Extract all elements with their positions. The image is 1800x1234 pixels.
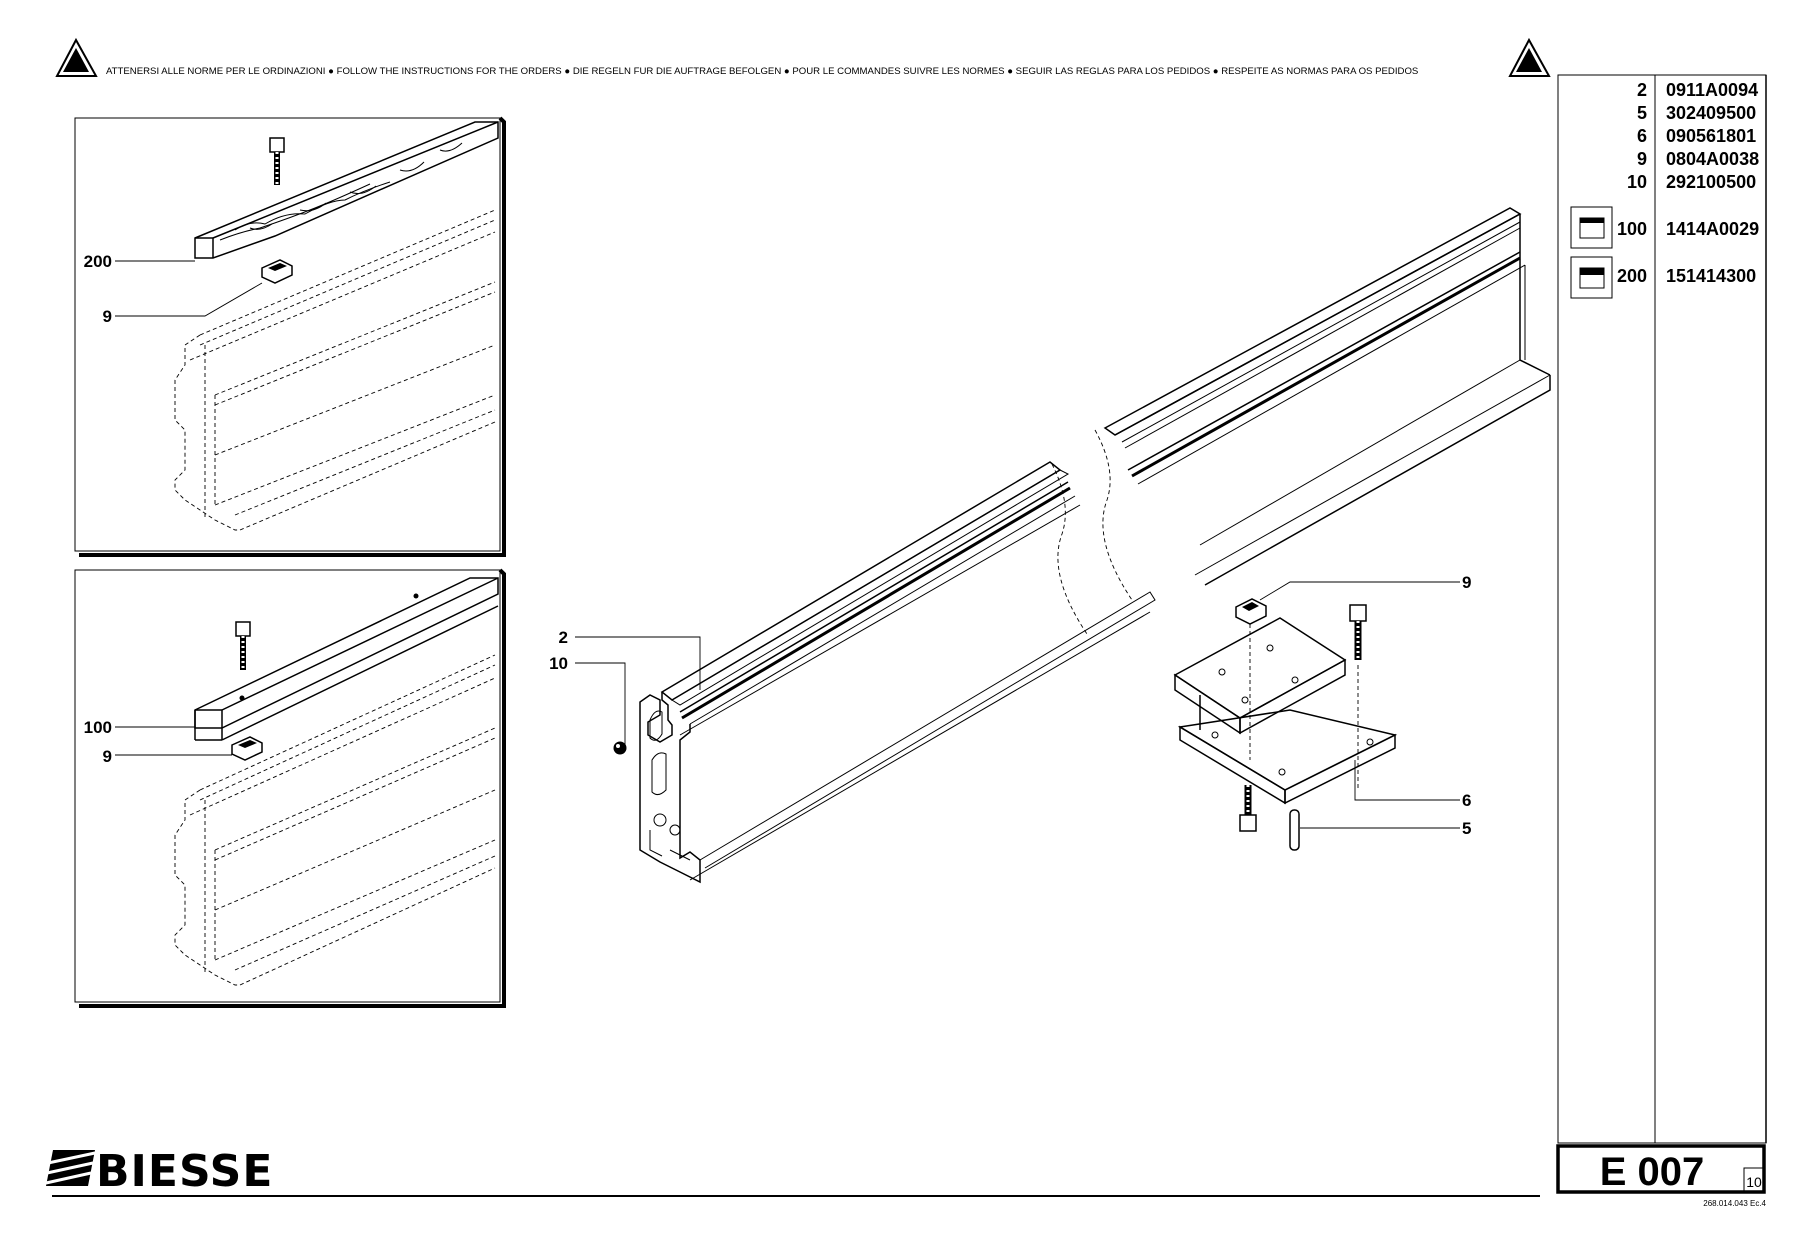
warning-triangle-icon xyxy=(1508,37,1551,77)
wood-bar-200 xyxy=(194,121,499,259)
svg-text:5: 5 xyxy=(1637,103,1647,123)
callout-5: 5 xyxy=(1462,819,1471,838)
svg-text:9: 9 xyxy=(1637,149,1647,169)
biesse-logo: BIESSE xyxy=(45,1146,273,1197)
svg-text:2: 2 xyxy=(1637,80,1647,100)
svg-text:0804A0038: 0804A0038 xyxy=(1666,149,1759,169)
dashed-profile xyxy=(174,209,496,531)
svg-text:090561801: 090561801 xyxy=(1666,126,1756,146)
parts-row: 9 0804A0038 xyxy=(1637,149,1759,169)
callout-9: 9 xyxy=(103,747,112,766)
hatched-logo-icon xyxy=(45,1150,96,1186)
detail-view-bottom: 100 9 xyxy=(74,568,506,1008)
parts-row: 6 090561801 xyxy=(1637,126,1756,146)
callout-9: 9 xyxy=(103,307,112,326)
parts-row: 10 292100500 xyxy=(1627,172,1756,192)
callout-10: 10 xyxy=(549,654,568,673)
svg-text:151414300: 151414300 xyxy=(1666,266,1756,286)
parts-row: 2 0911A0094 xyxy=(1637,80,1758,100)
main-callouts-left: 2 10 xyxy=(549,628,701,755)
dashed-profile xyxy=(174,654,496,986)
svg-text:1414A0029: 1414A0029 xyxy=(1666,219,1759,239)
t-nut-icon xyxy=(261,259,293,284)
aluminum-beam-2 xyxy=(639,207,1551,884)
parts-row: 5 302409500 xyxy=(1637,103,1756,123)
screw-icon xyxy=(1349,604,1367,790)
square-bar-100 xyxy=(194,577,499,741)
svg-text:292100500: 292100500 xyxy=(1666,172,1756,192)
svg-text:100: 100 xyxy=(1617,219,1647,239)
support-bracket-6 xyxy=(1173,617,1398,805)
svg-text:302409500: 302409500 xyxy=(1666,103,1756,123)
drawing-code-box: E 007 10 xyxy=(1556,1144,1766,1194)
svg-text:10: 10 xyxy=(1627,172,1647,192)
callout-6: 6 xyxy=(1462,791,1471,810)
document-reference: 268.014.043 Ec.4 xyxy=(1703,1199,1766,1208)
detail-view-top: 200 9 xyxy=(74,116,506,557)
box-icon xyxy=(1570,256,1613,299)
parts-table: 2 0911A0094 5 302409500 6 090561801 9 08… xyxy=(1557,74,1767,1144)
screw-icon xyxy=(235,621,251,670)
drawing-code: E 007 xyxy=(1600,1150,1705,1194)
sheet-number: 10 xyxy=(1746,1174,1762,1190)
callout-2: 2 xyxy=(559,628,568,647)
parts-row: 200 151414300 xyxy=(1570,256,1756,299)
t-nut-icon xyxy=(1235,598,1267,625)
warning-triangle-icon xyxy=(55,37,98,77)
screw-icon xyxy=(269,137,285,185)
screw-icon xyxy=(1239,785,1257,832)
svg-text:0911A0094: 0911A0094 xyxy=(1666,80,1758,100)
svg-text:200: 200 xyxy=(1617,266,1647,286)
callout-9: 9 xyxy=(1462,573,1471,592)
svg-text:6: 6 xyxy=(1637,126,1647,146)
t-nut-icon xyxy=(231,736,263,761)
box-icon xyxy=(1570,206,1613,249)
order-instructions-notice: ATTENERSI ALLE NORME PER LE ORDINAZIONI … xyxy=(106,66,1418,77)
callout-100: 100 xyxy=(84,718,112,737)
callout-200: 200 xyxy=(84,252,112,271)
brand-name: BIESSE xyxy=(96,1146,273,1197)
parts-row: 100 1414A0029 xyxy=(1570,206,1759,249)
pin-icon xyxy=(1289,809,1300,851)
